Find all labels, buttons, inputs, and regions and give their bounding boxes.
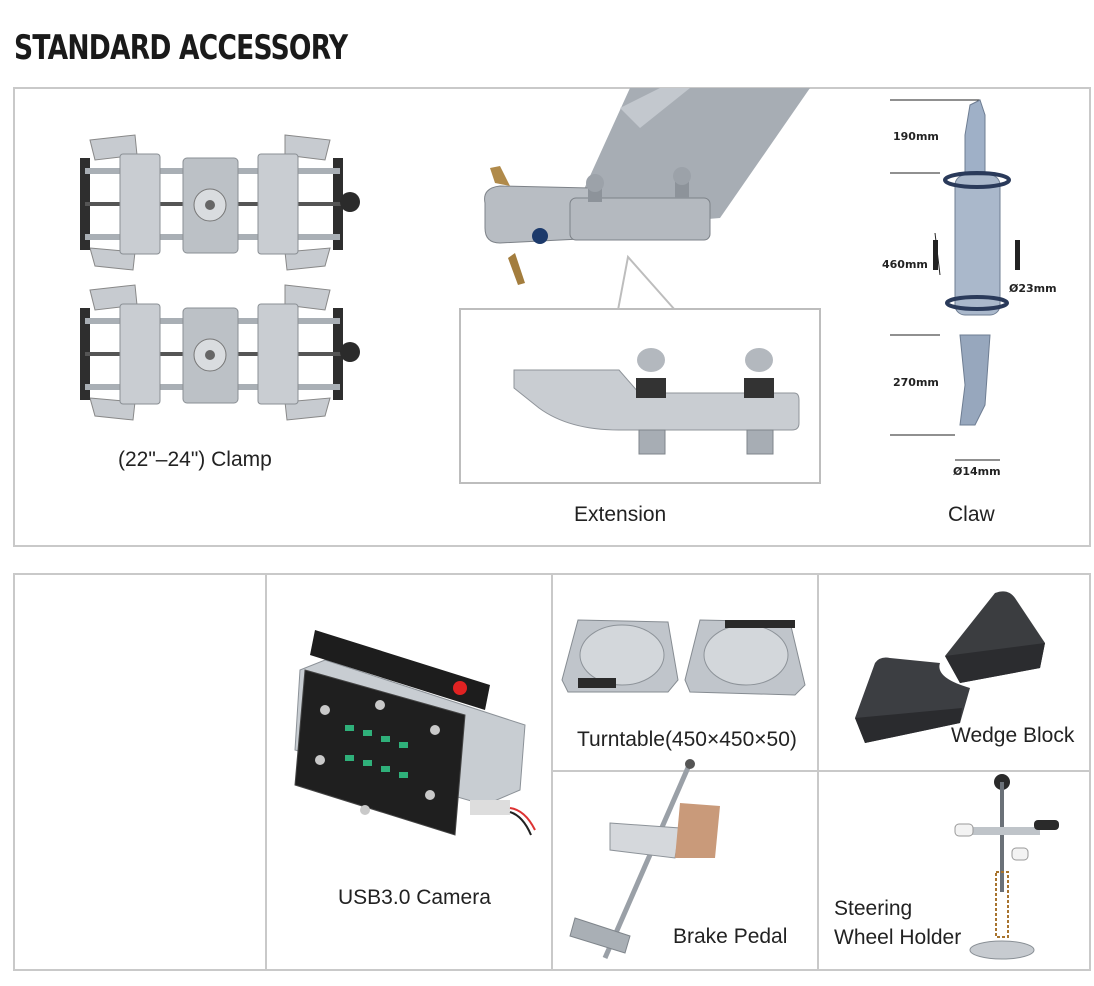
turntable-image <box>561 619 806 696</box>
brake-pedal-image <box>569 759 720 959</box>
grid-divider <box>265 573 267 971</box>
brake-pedal-label: Brake Pedal <box>673 925 788 948</box>
steering-label-line1: Steering <box>834 897 913 920</box>
turntable-label: Turntable(450×450×50) <box>577 728 797 751</box>
grid-divider <box>817 573 819 971</box>
extension-label: Extension <box>574 503 667 526</box>
grid-divider <box>551 770 1091 772</box>
callout-pointer <box>617 254 676 311</box>
claw-dim-460: 460mm <box>882 258 928 271</box>
steering-label-line2: Wheel Holder <box>834 926 962 949</box>
claw-label: Claw <box>948 503 995 526</box>
claw-dim-270: 270mm <box>893 376 939 389</box>
extension-detail-inset <box>459 308 821 484</box>
claw-image <box>890 99 1020 461</box>
claw-dim-dia14: Ø14mm <box>953 465 1001 478</box>
camera-image <box>294 630 536 836</box>
section-title: STANDARD ACCESSORY <box>14 28 348 68</box>
claw-dim-190: 190mm <box>893 130 939 143</box>
grid-divider <box>551 573 553 971</box>
wedge-block-label: Wedge Block <box>951 724 1075 747</box>
extension-detail-image <box>513 348 800 455</box>
claw-dim-dia23: Ø23mm <box>1009 282 1057 295</box>
steering-wheel-holder-image <box>954 774 1059 960</box>
clamp-image <box>79 134 361 421</box>
standard-accessory-panel <box>13 87 1091 547</box>
extension-image <box>484 88 810 285</box>
wedge-block-image <box>855 591 1045 743</box>
clamp-label: (22"–24") Clamp <box>118 448 272 471</box>
steering-wheel-holder-label: Steering Wheel Holder <box>834 894 961 952</box>
camera-label: USB3.0 Camera <box>338 886 491 909</box>
